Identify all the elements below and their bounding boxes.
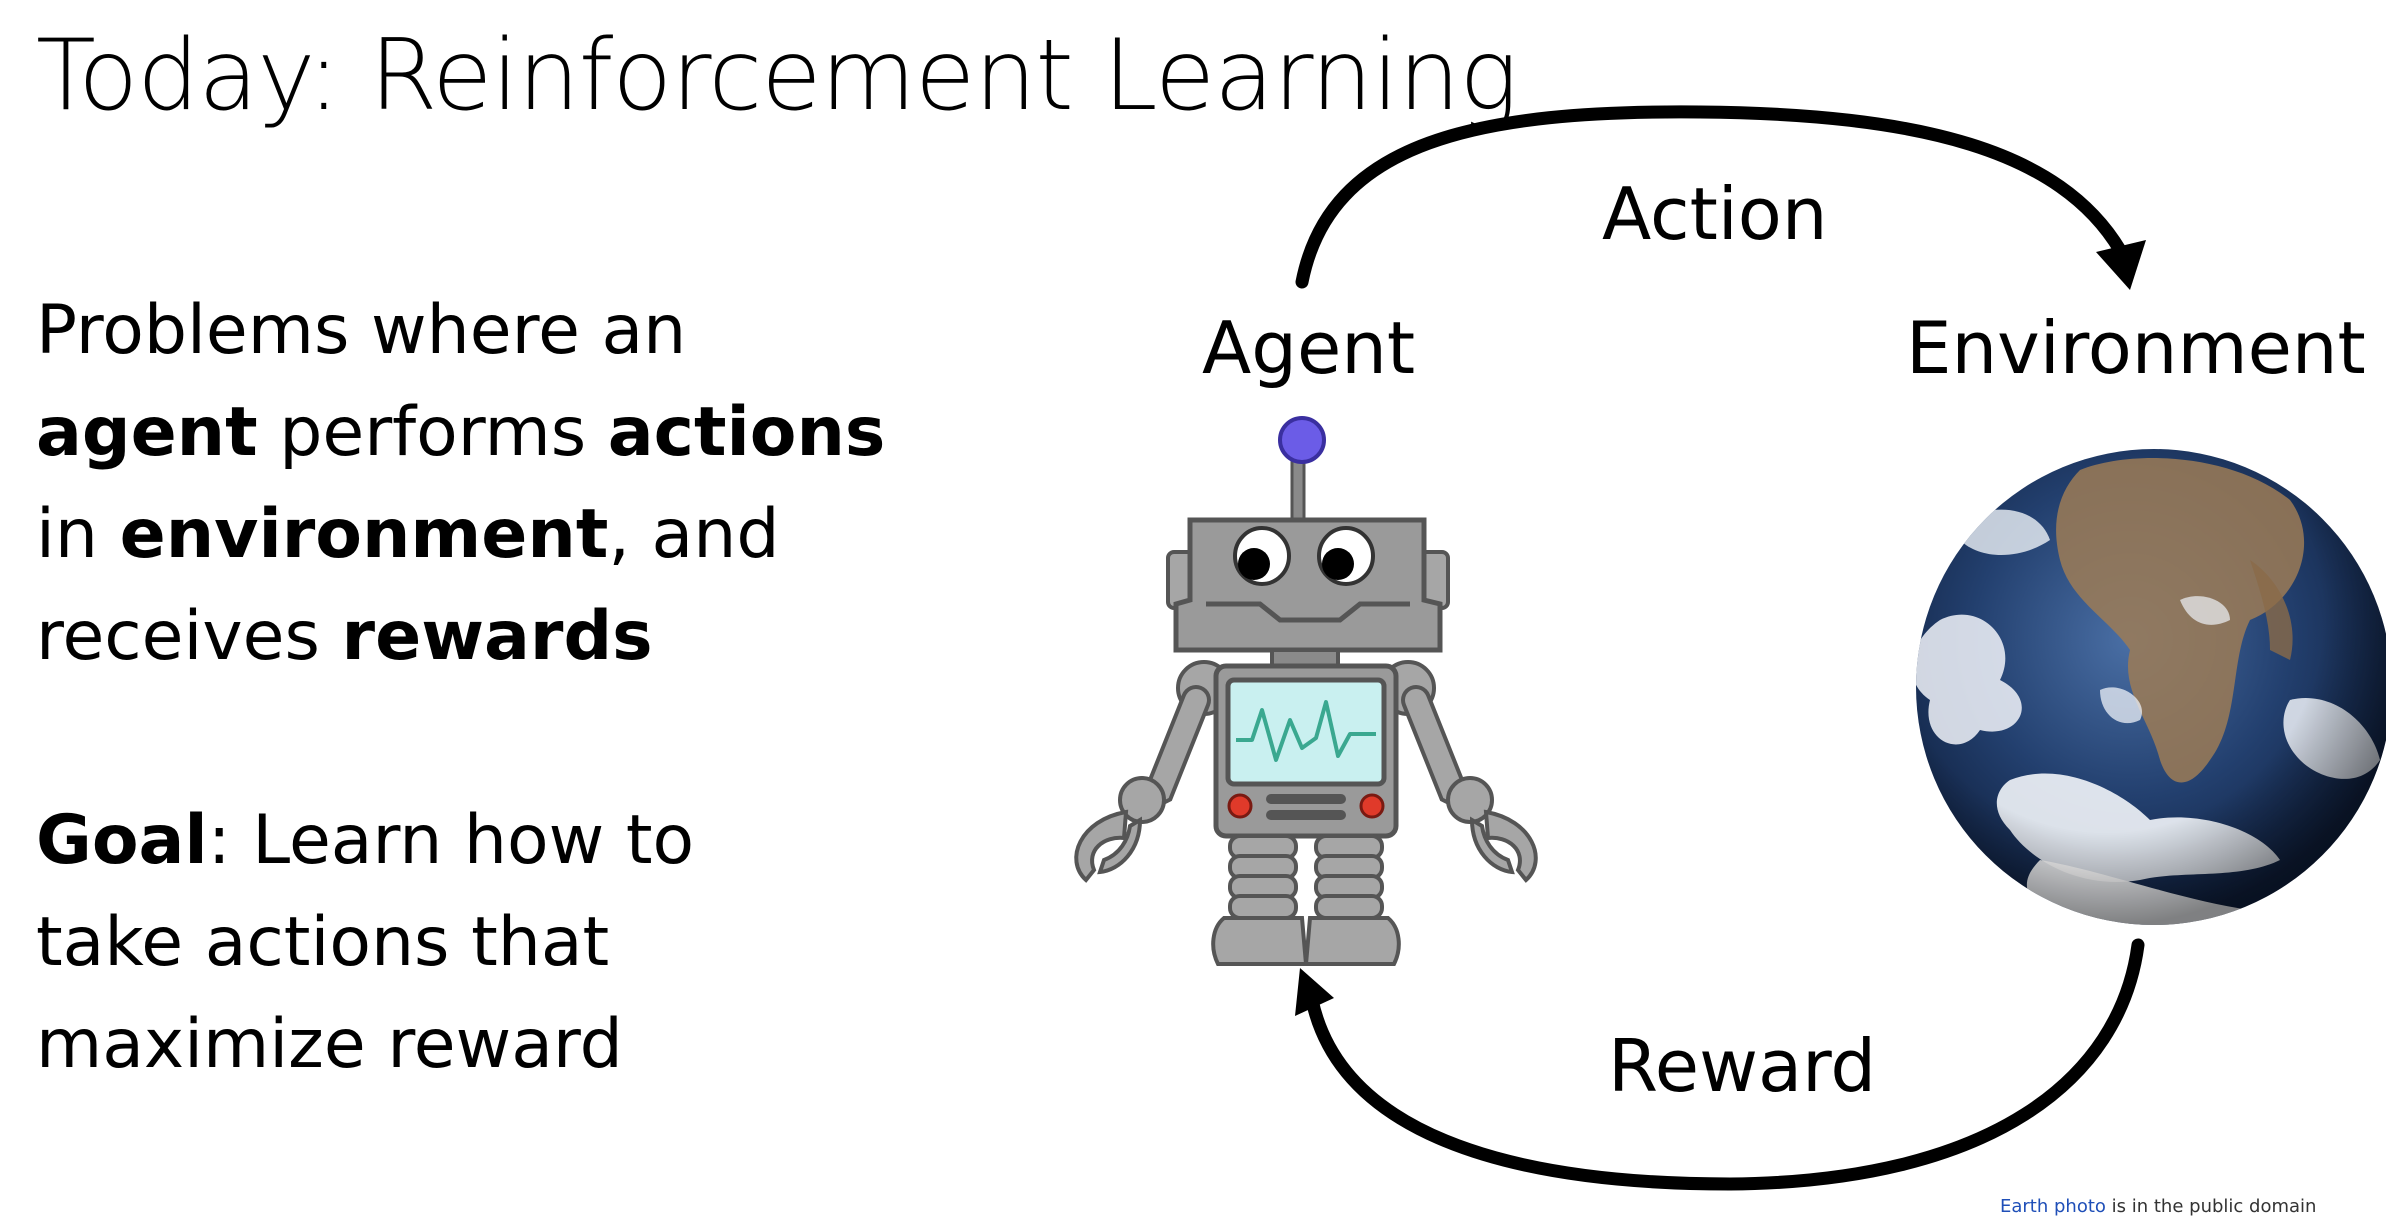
- robot-icon: [1074, 416, 1538, 966]
- term-agent: agent: [36, 393, 258, 472]
- para2-line1-text: : Learn how to: [207, 801, 695, 880]
- environment-label: Environment: [1906, 306, 2366, 390]
- reward-label: Reward: [1608, 1024, 1877, 1108]
- credit-text: is in the public domain: [2105, 1196, 2317, 1217]
- slide-title: Today: Reinforcement Learning: [36, 19, 1518, 133]
- para1-line3: in environment, and: [36, 484, 885, 586]
- action-label: Action: [1602, 172, 1828, 256]
- para1-line4: receives rewards: [36, 586, 885, 688]
- term-goal: Goal: [36, 801, 208, 880]
- action-arrow: [1295, 105, 2127, 289]
- description-paragraph: Problems where an agent performs actions…: [36, 280, 885, 688]
- agent-label: Agent: [1202, 306, 1416, 390]
- reward-arrowhead: [1295, 968, 1334, 1016]
- para1-line3-text2: , and: [608, 495, 780, 574]
- earth-icon: [1916, 449, 2386, 925]
- para1-line3-text: in: [36, 495, 120, 574]
- term-rewards: rewards: [341, 597, 653, 676]
- term-actions: actions: [607, 393, 886, 472]
- para1-line2: agent performs actions: [36, 382, 885, 484]
- para2-line1: Goal: Learn how to: [36, 790, 694, 892]
- para1-line4-text: receives: [36, 597, 342, 676]
- para2-line3: maximize reward: [36, 1005, 623, 1084]
- term-environment: environment: [119, 495, 609, 574]
- para2-line2: take actions that: [36, 903, 610, 982]
- goal-paragraph: Goal: Learn how to take actions that max…: [36, 790, 694, 1096]
- earth-photo-link[interactable]: Earth photo: [2000, 1196, 2106, 1217]
- image-credit: Earth photo is in the public domain: [2000, 1196, 2316, 1217]
- para1-line1: Problems where an: [36, 291, 687, 370]
- action-arrowhead: [2096, 240, 2146, 290]
- reward-arrow: [1305, 938, 2145, 1191]
- para1-line2-text: performs: [257, 393, 608, 472]
